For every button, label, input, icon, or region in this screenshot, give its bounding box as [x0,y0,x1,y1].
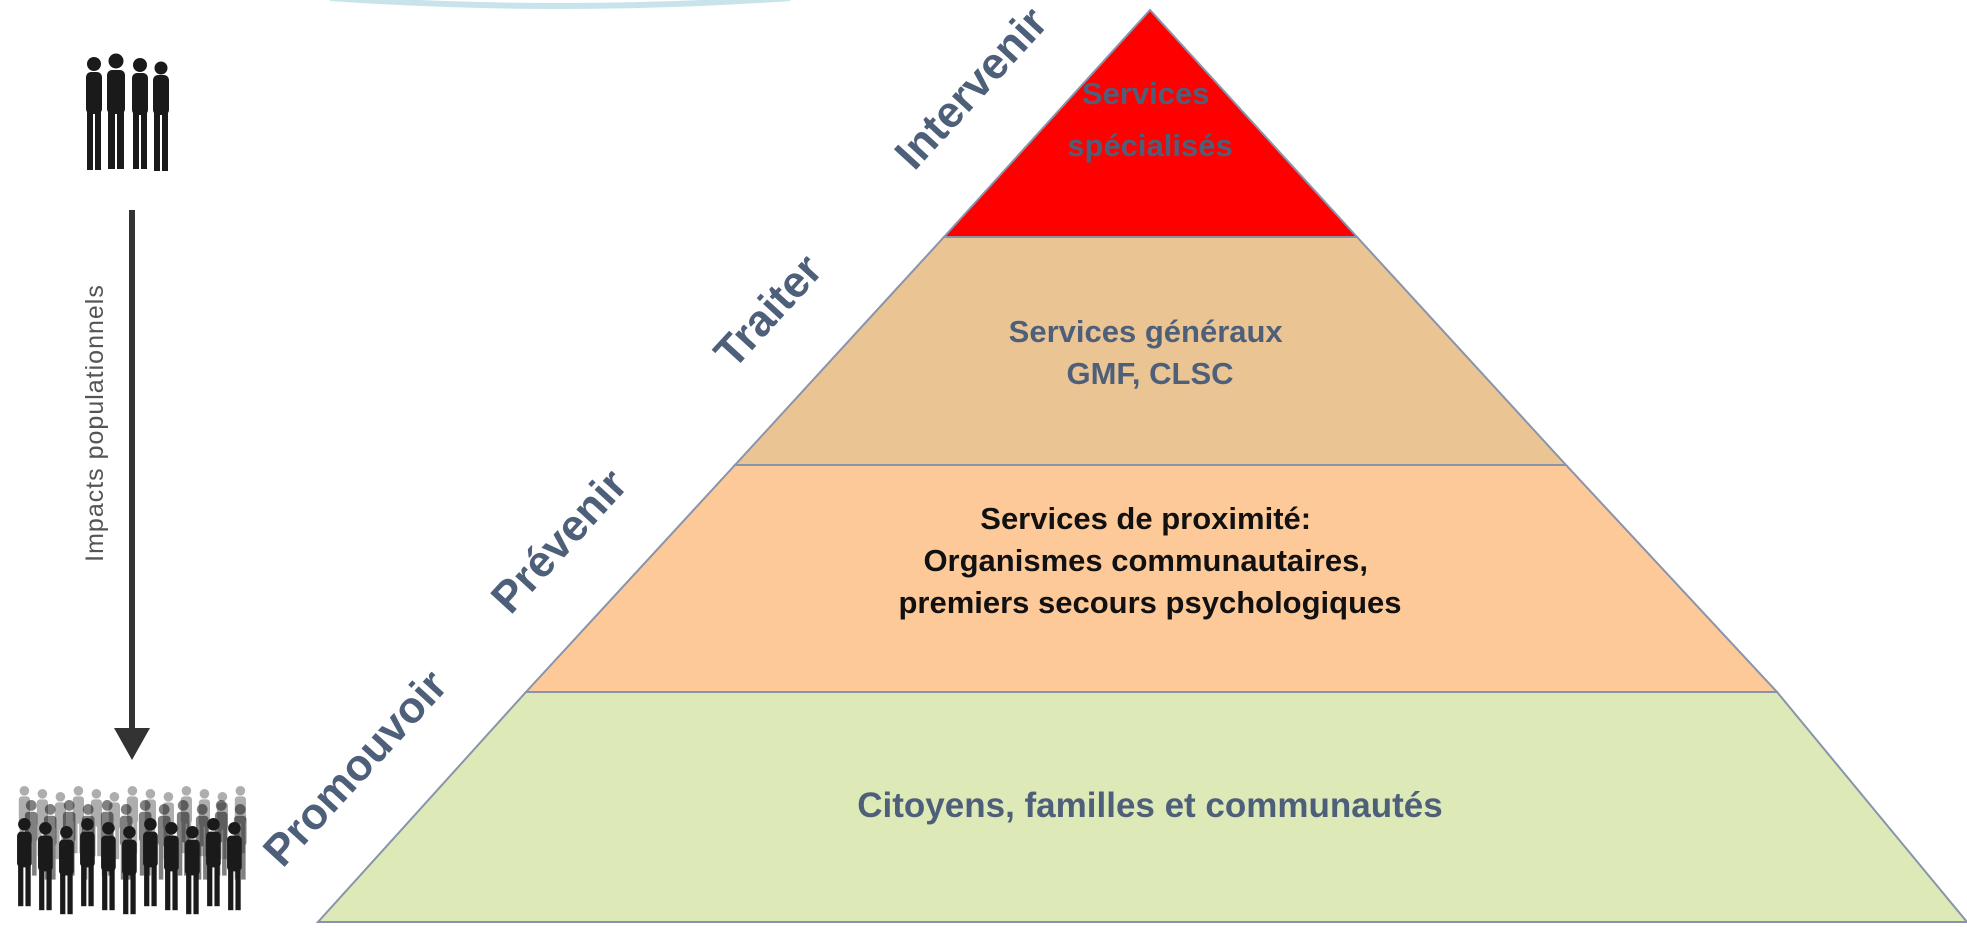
side-label-traiter: Traiter [705,245,832,377]
top-decorative-arc [329,0,791,9]
tier-third-text: Services de proximité: Organismes commun… [898,501,1401,620]
tier-second-line-2: GMF, CLSC [1066,356,1233,391]
tier-third-line-1: Services de proximité: [980,501,1311,536]
tier-second-shape [732,236,1569,466]
large-crowd-people-icon [17,786,247,915]
tier-third-line-3: premiers secours psychologiques [898,585,1401,620]
population-impact-arrowhead [114,728,150,760]
axis-label-impacts: Impacts populationnels [81,284,109,562]
tier-top-text: Services spécialisés [1067,76,1232,163]
tier-second-line-1: Services généraux [1009,314,1284,349]
tier-second-text: Services généraux GMF, CLSC [1009,314,1292,391]
small-group-people-icon [86,53,169,171]
tier-top-line-1: Services [1082,76,1210,111]
tier-third-shape [523,464,1780,693]
tier-top-line-2: spécialisés [1067,128,1232,163]
tier-base-text: Citoyens, familles et communautés [857,786,1442,825]
tier-top-shape [941,8,1360,238]
tier-base-line-1: Citoyens, familles et communautés [857,786,1442,825]
tier-third-line-2: Organismes communautaires, [923,543,1368,578]
